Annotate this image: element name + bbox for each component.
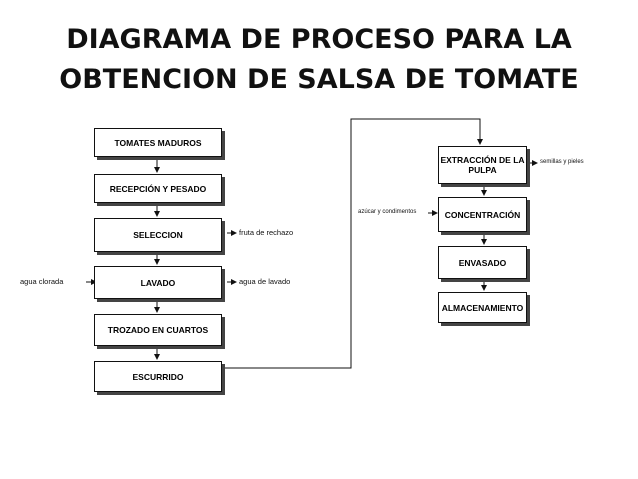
label-agua-lavado: agua de lavado <box>239 277 291 286</box>
label-agua-clorada: agua clorada <box>20 277 64 286</box>
step-label: TOMATES MADUROS <box>114 137 202 148</box>
step-envasado: ENVASADO <box>438 246 527 279</box>
step-trozado: TROZADO EN CUARTOS <box>94 314 222 346</box>
step-label: SELECCION <box>133 230 183 240</box>
step-label: CONCENTRACIÓN <box>444 209 521 220</box>
title-line-1: DIAGRAMA DE PROCESO PARA LA <box>66 24 572 55</box>
connector-escurrido-to-extraccion <box>224 118 483 369</box>
label-semillas-pieles: semillas y pieles <box>540 159 584 165</box>
step-label: ALMACENAMIENTO <box>441 302 524 313</box>
step-almacenamiento: ALMACENAMIENTO <box>438 292 527 323</box>
step-recepcion-pesado: RECEPCIÓN Y PESADO <box>94 174 222 203</box>
label-fruta-rechazo: fruta de rechazo <box>239 228 294 237</box>
step-label: EXTRACCIÓN DE LA PULPA <box>440 155 525 175</box>
step-label: TROZADO EN CUARTOS <box>107 325 209 335</box>
step-seleccion: SELECCION <box>94 218 222 252</box>
step-tomates-maduros: TOMATES MADUROS <box>94 128 222 157</box>
step-concentracion: CONCENTRACIÓN <box>438 197 527 232</box>
step-label: RECEPCIÓN Y PESADO <box>109 183 207 194</box>
diagram-title: DIAGRAMA DE PROCESO PARA LA OBTENCION DE… <box>0 20 638 100</box>
step-lavado: LAVADO <box>94 266 222 299</box>
title-line-2: OBTENCION DE SALSA DE TOMATE <box>59 64 579 95</box>
step-label: ESCURRIDO <box>132 371 184 382</box>
step-escurrido: ESCURRIDO <box>94 361 222 392</box>
step-label: LAVADO <box>140 277 176 288</box>
step-label: ENVASADO <box>458 257 507 268</box>
step-extraccion-pulpa: EXTRACCIÓN DE LA PULPA <box>438 146 527 184</box>
label-azucar-condimentos: azúcar y condimentos <box>358 209 417 215</box>
